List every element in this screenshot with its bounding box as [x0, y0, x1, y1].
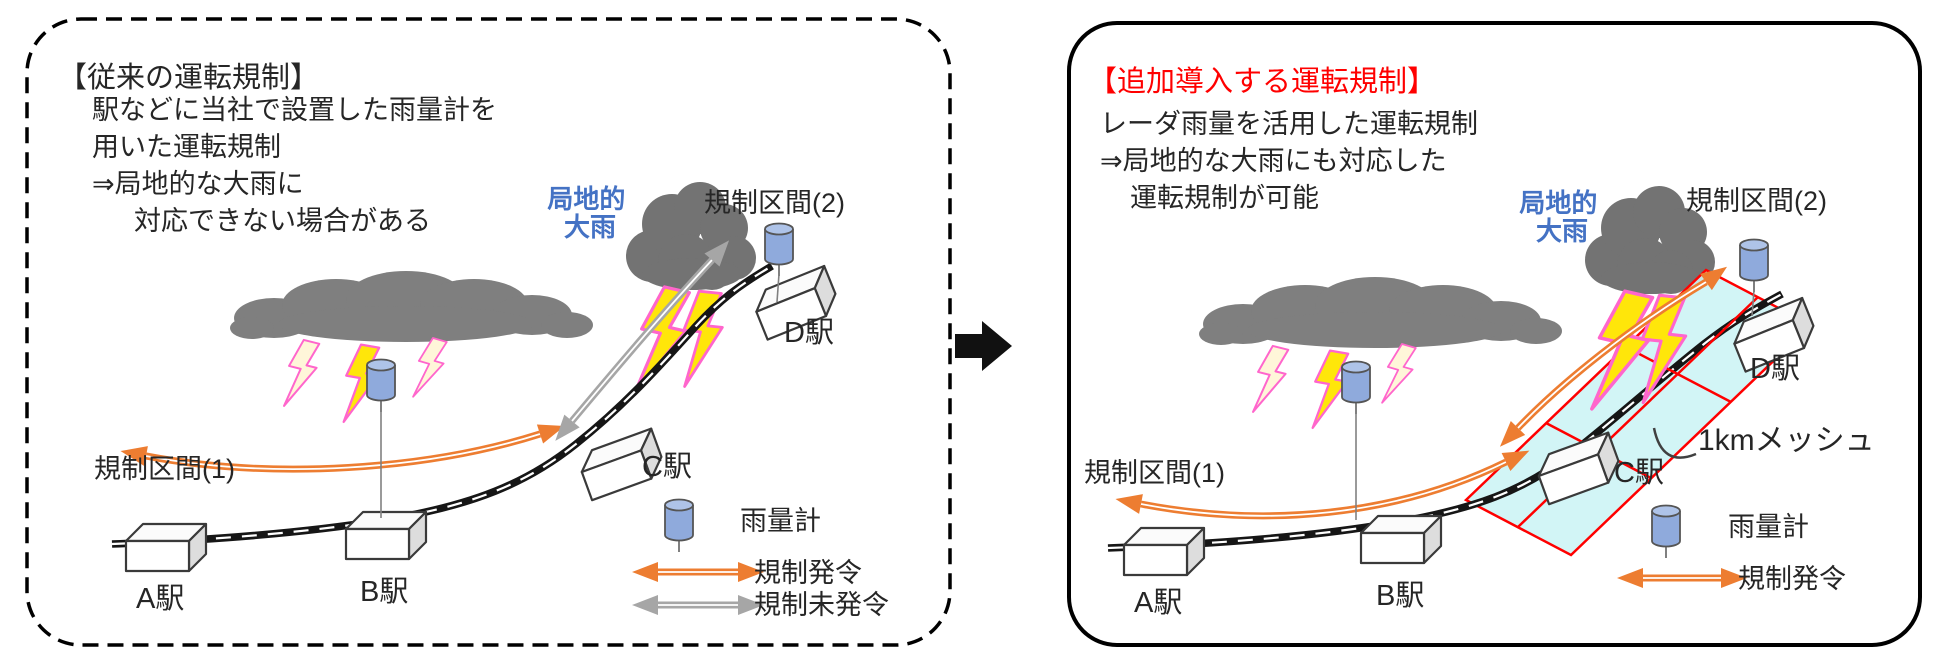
localized-rain-label: 局地的 大雨 — [1519, 188, 1604, 246]
left-panel-border — [25, 17, 952, 647]
railway-track — [111, 262, 774, 548]
rain-gauge-icon — [664, 498, 694, 553]
station-c-label: C駅 — [1614, 457, 1664, 489]
gauge-d-mast — [776, 273, 780, 303]
rain-gauge-icon — [1341, 360, 1371, 415]
rain-gauge-icon — [1739, 238, 1769, 293]
right-legend: 雨量計 規制発令 — [1617, 504, 1846, 594]
section1-label: 規制区間(1) — [94, 454, 235, 484]
section2-label: 規制区間(2) — [1686, 186, 1827, 216]
desc-line: 用いた運転規制 — [92, 132, 281, 162]
rain-gauge-icon — [366, 358, 396, 413]
section2-label: 規制区間(2) — [704, 188, 845, 218]
section1-label: 規制区間(1) — [1084, 458, 1225, 488]
left-diagram: 規制区間(1) 規制区間(2) 局地的 大雨 A駅 B駅 C駅 D駅 雨量計 規… — [25, 17, 952, 647]
left-panel-title: 【従来の運転規制】 — [58, 62, 320, 94]
station-a-label: A駅 — [136, 583, 184, 615]
desc-line: 運転規制が可能 — [1130, 183, 1319, 213]
mesh-label-leader — [1652, 427, 1697, 459]
storm-cloud — [1585, 186, 1715, 294]
station-a-box — [124, 522, 208, 573]
localized-rain-label: 局地的 大雨 — [547, 184, 632, 242]
lightning-group-wide — [278, 335, 451, 428]
right-block-arrow-icon — [955, 321, 1012, 371]
legend-rain-gauge-label: 雨量計 — [1728, 512, 1809, 542]
gauge-d-mast — [1751, 289, 1755, 317]
rain-gauge-icon — [1651, 504, 1681, 559]
left-legend: 雨量計 規制発令 規制未発令 — [632, 498, 889, 620]
desc-line: レーダ雨量を活用した運転規制 — [1100, 109, 1478, 139]
right-panel-title: 【追加導入する運転規制】 — [1088, 66, 1437, 98]
legend-issued-label: 規制発令 — [1738, 564, 1846, 594]
wide-rain-cloud — [230, 271, 593, 342]
right-panel-description: レーダ雨量を活用した運転規制 ⇒局地的な大雨にも対応した 運転規制が可能 — [1100, 106, 1478, 217]
legend-not-issued-label: 規制未発令 — [754, 590, 889, 620]
new-regulation-panel: 【追加導入する運転規制】 レーダ雨量を活用した運転規制 ⇒局地的な大雨にも対応し… — [1066, 20, 1923, 648]
station-b-label: B駅 — [1376, 580, 1424, 612]
regulation-issued-arrow-1 — [118, 416, 568, 473]
transition-arrow — [955, 321, 1012, 371]
lightning-group-wide — [1247, 341, 1420, 434]
station-d-label: D駅 — [1750, 353, 1800, 385]
regulation-issued-arrow-2 — [1492, 258, 1733, 454]
desc-line: ⇒局地的な大雨にも対応した — [1100, 146, 1447, 176]
right-diagram: 規制区間(1) 規制区間(2) 局地的 大雨 1kmメッシュ A駅 B駅 C駅 … — [1067, 21, 1922, 647]
legend-issued-label: 規制発令 — [754, 558, 862, 588]
lightning-icon — [1247, 342, 1293, 419]
station-d-label: D駅 — [784, 317, 834, 349]
station-a-box — [1122, 526, 1206, 577]
right-panel-border — [1067, 21, 1922, 647]
lightning-icon — [278, 336, 324, 413]
lightning-icon — [1377, 341, 1420, 410]
station-b-label: B駅 — [360, 576, 408, 608]
regulation-issued-arrow-1 — [1113, 441, 1534, 520]
lightning-icon — [408, 335, 451, 404]
station-c-label: C駅 — [642, 451, 692, 483]
wide-rain-cloud — [1199, 277, 1562, 348]
mesh-label: 1kmメッシュ — [1698, 424, 1875, 457]
desc-line: 駅などに当社で設置した雨量計を — [92, 95, 497, 125]
desc-line: ⇒局地的な大雨に — [92, 169, 304, 199]
station-a-label: A駅 — [1134, 587, 1182, 619]
left-panel-description: 駅などに当社で設置した雨量計を 用いた運転規制 ⇒局地的な大雨に 対応できない場… — [92, 92, 497, 240]
conventional-regulation-panel: 【従来の運転規制】 駅などに当社で設置した雨量計を 用いた運転規制 ⇒局地的な大… — [24, 16, 953, 648]
regulation-not-issued-arrow-2 — [547, 233, 737, 448]
station-b-box — [344, 510, 428, 561]
station-b-box — [1359, 514, 1443, 565]
legend-rain-gauge-label: 雨量計 — [740, 506, 821, 536]
desc-line: 対応できない場合がある — [134, 206, 431, 236]
